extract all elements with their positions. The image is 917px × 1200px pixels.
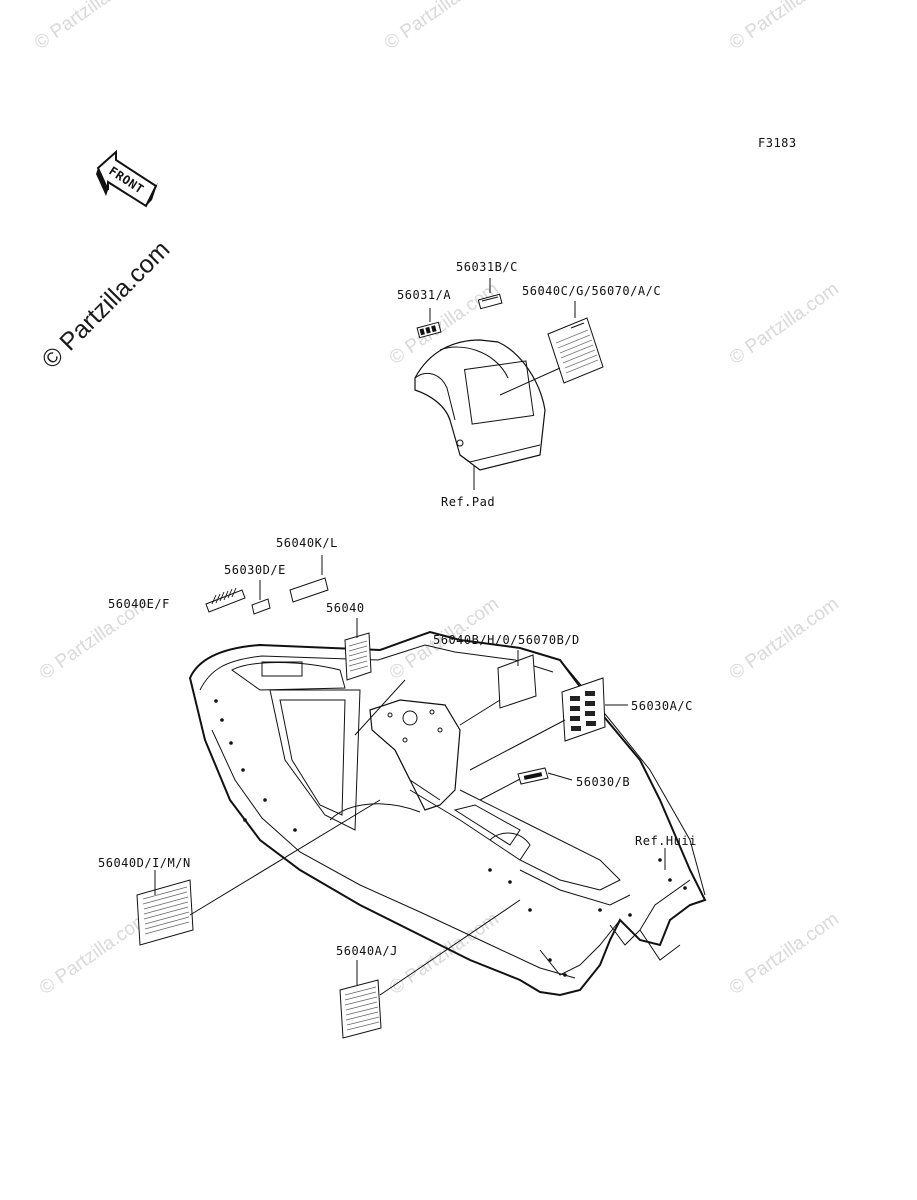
watermark: © Partzilla.com <box>726 0 843 54</box>
decal-56031A <box>416 321 442 339</box>
callout-56031A: 56031/A <box>397 288 451 302</box>
copyright-text: © Partzilla.com <box>36 235 175 374</box>
decal-56030DE <box>251 598 271 615</box>
decal-56040CG <box>547 317 604 384</box>
callout-56040EF: 56040E/F <box>108 597 170 611</box>
callout-56040: 56040 <box>326 601 365 615</box>
watermark: © Partzilla.com <box>726 908 843 999</box>
decal-56040KL <box>289 577 329 603</box>
watermark: © Partzilla.com <box>726 278 843 369</box>
callout-56040BH: 56040B/H/0/56070B/D <box>433 633 580 647</box>
callout-ref-pad: Ref.Pad <box>441 495 495 509</box>
pad-assembly <box>414 278 604 490</box>
callout-56040CG: 56040C/G/56070/A/C <box>522 284 661 298</box>
callout-56030AC: 56030A/C <box>631 699 693 713</box>
watermark: © Partzilla.com <box>36 908 153 999</box>
watermarks: © Partzilla.com © Partzilla.com © Partzi… <box>31 0 843 999</box>
decal-56040AJ <box>339 979 382 1039</box>
watermark: © Partzilla.com <box>381 0 498 54</box>
callout-56040DIMN: 56040D/I/M/N <box>98 856 191 870</box>
decal-56040BH <box>497 654 537 709</box>
decal-56040EF <box>205 587 246 613</box>
decal-56040 <box>344 632 372 681</box>
callout-ref-hull: Ref.Huii <box>635 834 697 848</box>
leader-lines <box>154 555 666 996</box>
watermark: © Partzilla.com <box>386 908 503 999</box>
callout-56030B: 56030/B <box>576 775 630 789</box>
figure-code: F3183 <box>758 136 797 150</box>
callout-56040KL: 56040K/L <box>276 536 338 550</box>
callout-56030DE: 56030D/E <box>224 563 286 577</box>
callout-56031BC: 56031B/C <box>456 260 518 274</box>
watermark: © Partzilla.com <box>726 593 843 684</box>
watermark: © Partzilla.com <box>31 0 148 54</box>
decal-56040DIMN <box>136 879 194 946</box>
decal-56030AC <box>561 677 606 742</box>
hull-assembly <box>188 630 707 997</box>
front-arrow-icon: FRONT <box>96 149 158 208</box>
callout-56040AJ: 56040A/J <box>336 944 398 958</box>
